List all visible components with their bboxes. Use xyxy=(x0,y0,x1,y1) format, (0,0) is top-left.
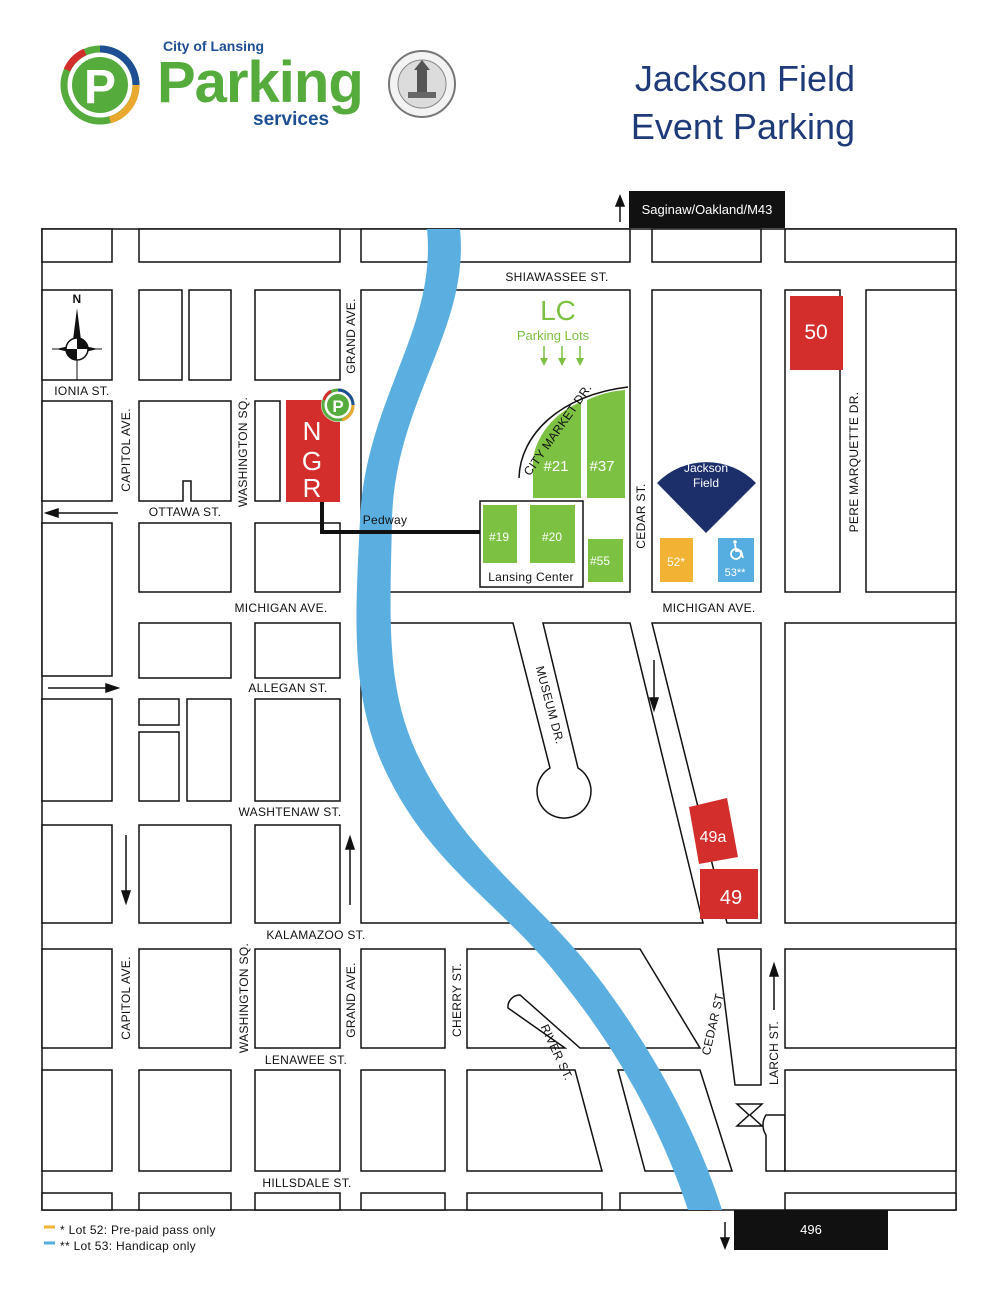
street-grand-north: GRAND AVE. xyxy=(344,298,358,373)
street-lenawee: LENAWEE ST. xyxy=(265,1053,347,1067)
legend-lot-53: ** Lot 53: Handicap only xyxy=(60,1239,196,1253)
street-pere-marquette: PERE MARQUETTE DR. xyxy=(847,392,861,533)
parking-icon-letter: P xyxy=(332,397,343,416)
lot-20-shape xyxy=(530,505,575,563)
arrow-north-grand xyxy=(344,834,356,905)
highway-north-label: Saginaw/Oakland/M43 xyxy=(642,202,773,217)
lot-52-label: 52* xyxy=(667,555,685,569)
compass-north-label: N xyxy=(73,292,82,306)
lot-21-shape xyxy=(533,402,581,498)
lc-caption: Parking Lots xyxy=(517,328,590,343)
highway-sign-north xyxy=(629,191,785,228)
jackson-field-line2: Field xyxy=(693,476,719,490)
street-larch: LARCH ST. xyxy=(767,1021,781,1085)
street-michigan-west: MICHIGAN AVE. xyxy=(234,601,327,615)
arrow-north-saginaw xyxy=(614,193,626,222)
lot-49a-shape xyxy=(689,798,738,864)
lot-21-label: #21 xyxy=(543,458,568,475)
street-capitol-north: CAPITOL AVE. xyxy=(119,408,133,491)
ngr-letter-n: N xyxy=(303,416,322,446)
jackson-field-line1: Jackson xyxy=(684,461,728,475)
lot-19-label: #19 xyxy=(489,530,509,544)
street-allegan: ALLEGAN ST. xyxy=(248,681,327,695)
lc-label: LC xyxy=(540,295,576,326)
street-washtenaw: WASHTENAW ST. xyxy=(238,805,341,819)
street-washington-south: WASHINGTON SQ. xyxy=(237,943,251,1053)
lot-19-shape xyxy=(483,505,517,563)
lot-49a-label: 49a xyxy=(700,829,727,846)
pedway-label: Pedway xyxy=(363,513,408,527)
logo-mark: P xyxy=(60,45,140,125)
highway-sign-south xyxy=(734,1210,888,1250)
direction-arrows xyxy=(43,193,780,1251)
arrow-east-allegan xyxy=(48,682,121,694)
compass-rose-icon: N xyxy=(52,292,102,380)
lot-49-label: 49 xyxy=(720,887,742,909)
logo-p-letter: P xyxy=(84,61,116,114)
ngr-letter-g: G xyxy=(302,446,322,476)
lot-55-label: #55 xyxy=(590,554,610,568)
street-shiawassee: SHIAWASSEE ST. xyxy=(505,270,608,284)
highway-south-label: 496 xyxy=(800,1222,822,1237)
arrow-south-capitol xyxy=(120,835,132,906)
lc-lots xyxy=(483,390,625,582)
lot-50-shape xyxy=(790,296,843,370)
street-cedar-north: CEDAR ST. xyxy=(634,483,648,548)
lot-37-label: #37 xyxy=(589,458,614,475)
lansing-center-label: Lansing Center xyxy=(488,570,574,584)
red-lots xyxy=(286,296,843,919)
legend-lot-52: * Lot 52: Pre-paid pass only xyxy=(60,1223,216,1237)
lot-55-shape xyxy=(588,539,623,582)
lc-down-arrows xyxy=(540,346,584,366)
arrow-north-larch xyxy=(768,961,780,1010)
traffic-island xyxy=(735,1103,764,1127)
lot-37-shape xyxy=(587,390,625,498)
arrow-south-496 xyxy=(719,1222,731,1251)
street-grand-south: GRAND AVE. xyxy=(344,962,358,1037)
street-michigan-east: MICHIGAN AVE. xyxy=(662,601,755,615)
page-title-line2: Event Parking xyxy=(630,106,855,147)
lot-49-shape xyxy=(700,869,758,919)
lot-53-label: 53** xyxy=(725,567,747,579)
street-capitol-south: CAPITOL AVE. xyxy=(119,956,133,1039)
street-kalamazoo: KALAMAZOO ST. xyxy=(266,928,365,942)
parking-icon: P xyxy=(321,388,355,422)
street-cherry: CHERRY ST. xyxy=(450,963,464,1037)
city-seal-icon xyxy=(388,50,456,118)
street-ionia: IONIA ST. xyxy=(54,384,109,398)
jackson-field-diamond xyxy=(657,462,756,533)
street-ottawa: OTTAWA ST. xyxy=(149,505,222,519)
city-label: City of Lansing xyxy=(163,38,265,54)
brand-services: services xyxy=(253,109,330,130)
brand-name: Parking xyxy=(157,50,364,115)
arrow-west-ottawa xyxy=(43,507,118,519)
pedway-path xyxy=(320,502,482,534)
arrow-south-cedar xyxy=(648,660,660,713)
ngr-letter-r: R xyxy=(303,473,322,503)
lot-52-shape xyxy=(660,538,693,582)
lot-20-label: #20 xyxy=(542,530,562,544)
street-hillsdale: HILLSDALE ST. xyxy=(262,1176,351,1190)
handicap-icon xyxy=(730,543,744,560)
page-title-line1: Jackson Field xyxy=(634,58,855,99)
street-washington-north: WASHINGTON SQ. xyxy=(236,397,250,507)
lot-50-label: 50 xyxy=(804,321,827,344)
